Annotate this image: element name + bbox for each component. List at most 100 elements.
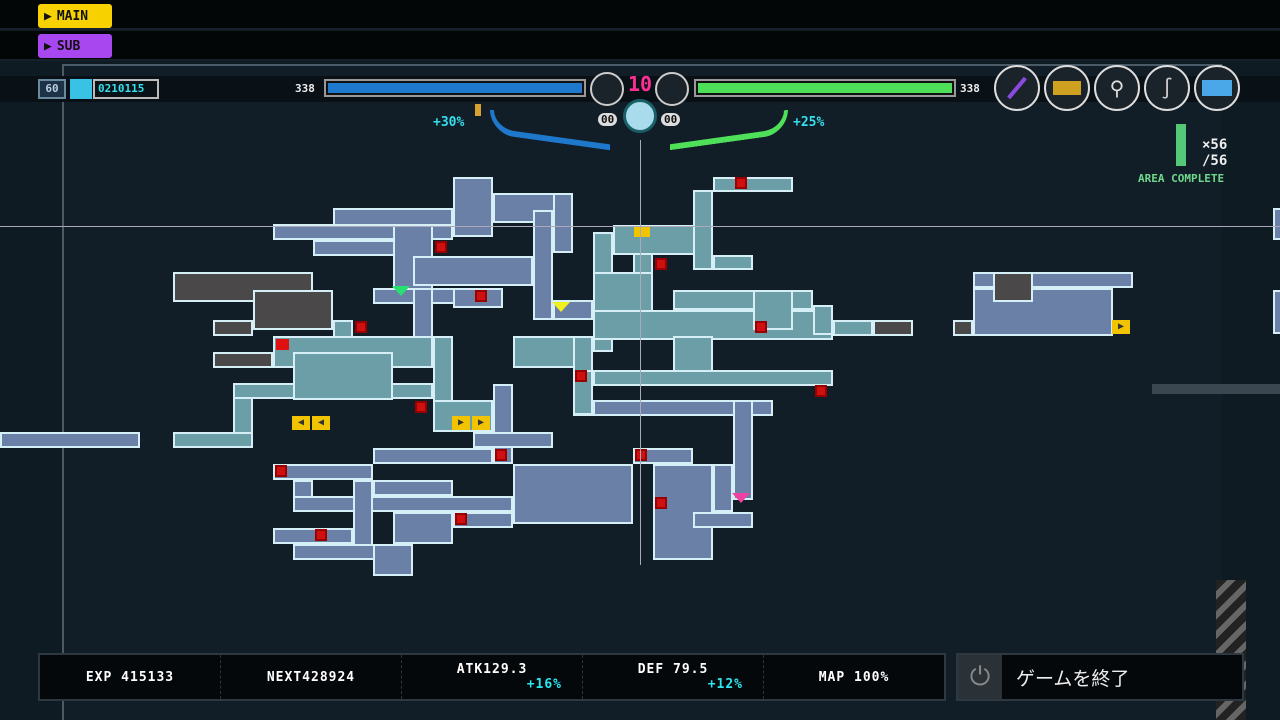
next-stat: NEXT428924	[221, 655, 402, 699]
main-weapon-tab[interactable]: ▶MAIN	[38, 4, 112, 28]
quit-game-button[interactable]: ⏻ ゲームを終了	[956, 653, 1244, 701]
combo-counter: 10	[628, 72, 653, 96]
def-stat: DEF 79.5+12%	[583, 655, 764, 699]
collect-total: /56	[1202, 153, 1228, 169]
sword-icon[interactable]	[994, 65, 1040, 111]
map-room	[173, 432, 253, 448]
lock-icon	[276, 339, 289, 350]
sub-weapon-tab[interactable]: ▶SUB	[38, 34, 112, 58]
save-room-marker	[415, 401, 427, 413]
transition-arrow-icon: ▶	[472, 416, 490, 430]
level-badge: 60	[38, 79, 66, 99]
map-room	[993, 272, 1033, 302]
map-room	[553, 193, 573, 253]
save-room-marker	[495, 449, 507, 461]
save-room-marker	[435, 241, 447, 253]
money-counter: 0210115	[93, 79, 159, 99]
map-room	[273, 464, 373, 480]
map-room	[593, 400, 773, 416]
map-room	[833, 320, 873, 336]
marker-pink-icon	[732, 493, 750, 503]
map-room	[413, 288, 433, 338]
map-room	[213, 320, 253, 336]
transition-arrow-icon: ▶	[452, 416, 470, 430]
hp-left-value: 338	[295, 82, 315, 95]
map-room	[473, 432, 553, 448]
map-room	[713, 255, 753, 270]
card-icon[interactable]	[1044, 65, 1090, 111]
equipment-slots: ⚲ ∫	[994, 65, 1240, 111]
map-room	[373, 448, 493, 464]
save-room-marker	[275, 465, 287, 477]
map-room	[733, 400, 753, 500]
map-room	[633, 448, 693, 464]
map-room	[693, 190, 713, 270]
hp-right-value: 338	[960, 82, 980, 95]
collectible-icon	[1176, 124, 1186, 166]
player-position-marker	[634, 226, 650, 237]
save-room-marker	[635, 449, 647, 461]
marker-green-icon	[392, 286, 410, 296]
rune-icon[interactable]: ⚲	[1094, 65, 1140, 111]
save-room-marker	[355, 321, 367, 333]
map-room	[293, 352, 393, 400]
map-room	[373, 544, 413, 576]
map-room	[593, 370, 833, 386]
map-room	[873, 320, 913, 336]
map-room	[413, 256, 533, 286]
atk-stat: ATK129.3+16%	[402, 655, 583, 699]
gun-icon: ▶	[44, 8, 52, 24]
transition-arrow-icon: ▶	[1112, 320, 1130, 334]
map-crosshair-vertical	[640, 140, 641, 565]
map-room	[713, 177, 793, 192]
map-room	[593, 310, 833, 340]
player-hp-bar	[324, 79, 586, 97]
map-room	[0, 432, 140, 448]
map-room	[373, 480, 453, 496]
stats-panel: EXP 415133 NEXT428924 ATK129.3+16% DEF 7…	[38, 653, 946, 701]
map-room	[673, 336, 713, 372]
ammo-right: 00	[661, 113, 681, 126]
map-room	[433, 400, 493, 432]
map-room	[513, 464, 633, 524]
map-chip-icon[interactable]	[1194, 65, 1240, 111]
save-room-marker	[755, 321, 767, 333]
top-bar-main	[0, 0, 1280, 30]
map-room	[393, 512, 453, 544]
map-room	[453, 512, 513, 528]
save-room-marker	[655, 258, 667, 270]
save-room-marker	[475, 290, 487, 302]
partner-hp-bar	[694, 79, 956, 97]
left-bonus: +30%	[433, 115, 465, 130]
map-stat: MAP 100%	[818, 669, 890, 685]
map-room	[1273, 208, 1280, 240]
player-portrait-icon	[590, 72, 624, 106]
save-room-marker	[655, 497, 667, 509]
map-room	[1273, 290, 1280, 334]
map-room	[213, 352, 273, 368]
save-room-marker	[575, 370, 587, 382]
exp-stat: EXP 415133	[40, 655, 221, 699]
save-room-marker	[455, 513, 467, 525]
save-room-marker	[315, 529, 327, 541]
power-icon: ⏻	[958, 655, 1002, 699]
transition-arrow-icon: ◀	[292, 416, 310, 430]
whip-icon[interactable]: ∫	[1144, 65, 1190, 111]
ammo-left: 00	[598, 113, 618, 126]
map-room	[693, 512, 753, 528]
right-bonus: +25%	[793, 115, 825, 130]
save-room-marker	[735, 177, 747, 189]
partner-portrait-icon	[655, 72, 689, 106]
map-room	[533, 210, 553, 320]
save-room-marker	[815, 385, 827, 397]
area-status: AREA COMPLETE	[1138, 172, 1225, 185]
map-room	[713, 464, 733, 512]
marker-yellow-icon	[552, 302, 570, 312]
map-room	[453, 177, 493, 237]
bullet-icon	[475, 104, 481, 116]
map-room	[253, 290, 333, 330]
map-room	[273, 528, 353, 544]
top-bar-sub	[0, 31, 1280, 61]
collect-count: ×56	[1202, 137, 1228, 153]
